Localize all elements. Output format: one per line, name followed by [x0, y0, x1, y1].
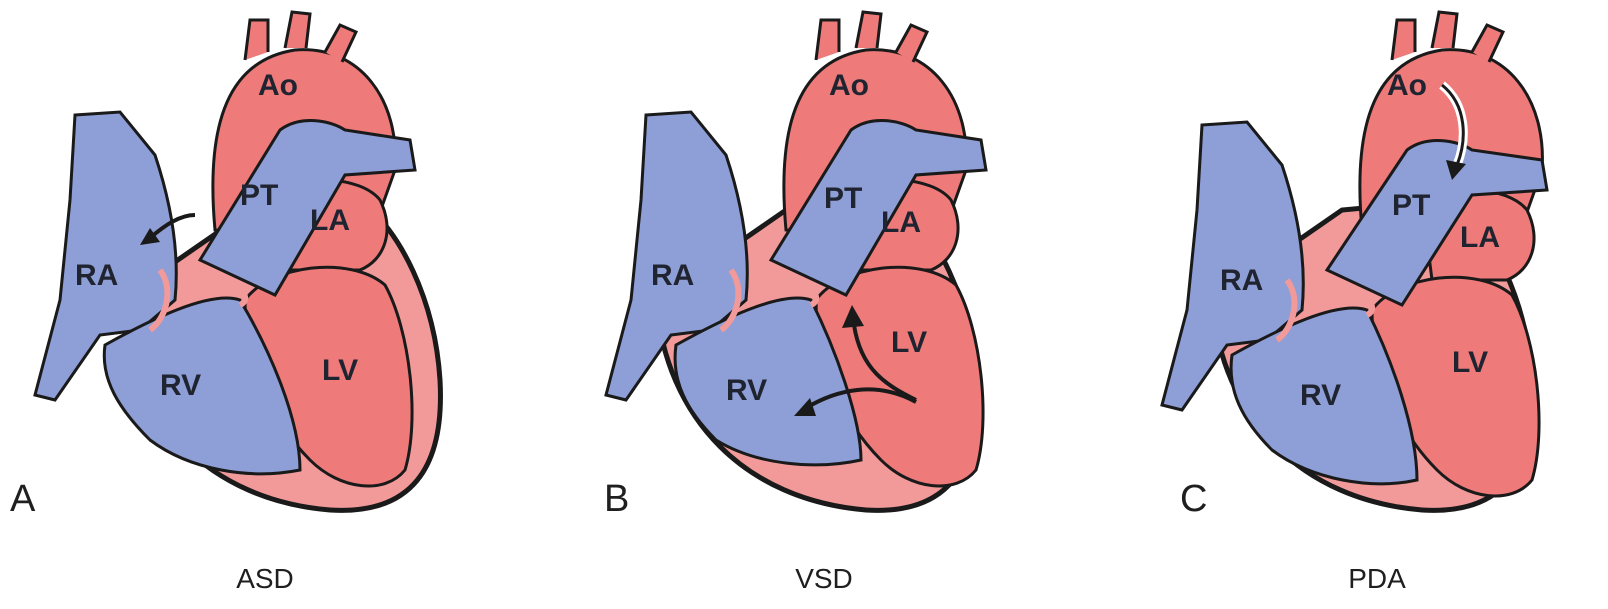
- label-ra: RA: [75, 259, 118, 292]
- label-ra: RA: [1220, 264, 1263, 297]
- panel-letter: C: [1180, 478, 1207, 521]
- panel-caption: ASD: [165, 563, 365, 595]
- label-lv: LV: [322, 354, 358, 387]
- panel-caption: VSD: [724, 563, 924, 595]
- heart-diagram-asd: Ao PT LA RA RV LV: [0, 0, 536, 609]
- label-pt: PT: [1392, 189, 1430, 222]
- heart-diagram-pda: Ao PT LA RA RV LV: [1072, 0, 1608, 609]
- label-la: LA: [310, 204, 350, 237]
- label-rv: RV: [1300, 379, 1341, 412]
- label-rv: RV: [726, 374, 767, 407]
- panel-pda: Ao PT LA RA RV LV C PDA: [1072, 0, 1608, 609]
- label-lv: LV: [891, 326, 927, 359]
- label-lv: LV: [1452, 346, 1488, 379]
- label-ao: Ao: [1387, 69, 1427, 102]
- label-ra: RA: [651, 259, 694, 292]
- label-la: LA: [881, 206, 921, 239]
- label-la: LA: [1460, 221, 1500, 254]
- panel-caption: PDA: [1277, 563, 1477, 595]
- panel-letter: A: [10, 478, 35, 521]
- label-ao: Ao: [829, 69, 869, 102]
- label-rv: RV: [160, 369, 201, 402]
- panel-vsd: Ao PT LA RA RV LV B VSD: [536, 0, 1072, 609]
- label-ao: Ao: [258, 69, 298, 102]
- label-pt: PT: [824, 182, 862, 215]
- label-pt: PT: [240, 179, 278, 212]
- panel-asd: Ao PT LA RA RV LV A ASD: [0, 0, 536, 609]
- panel-letter: B: [604, 478, 629, 521]
